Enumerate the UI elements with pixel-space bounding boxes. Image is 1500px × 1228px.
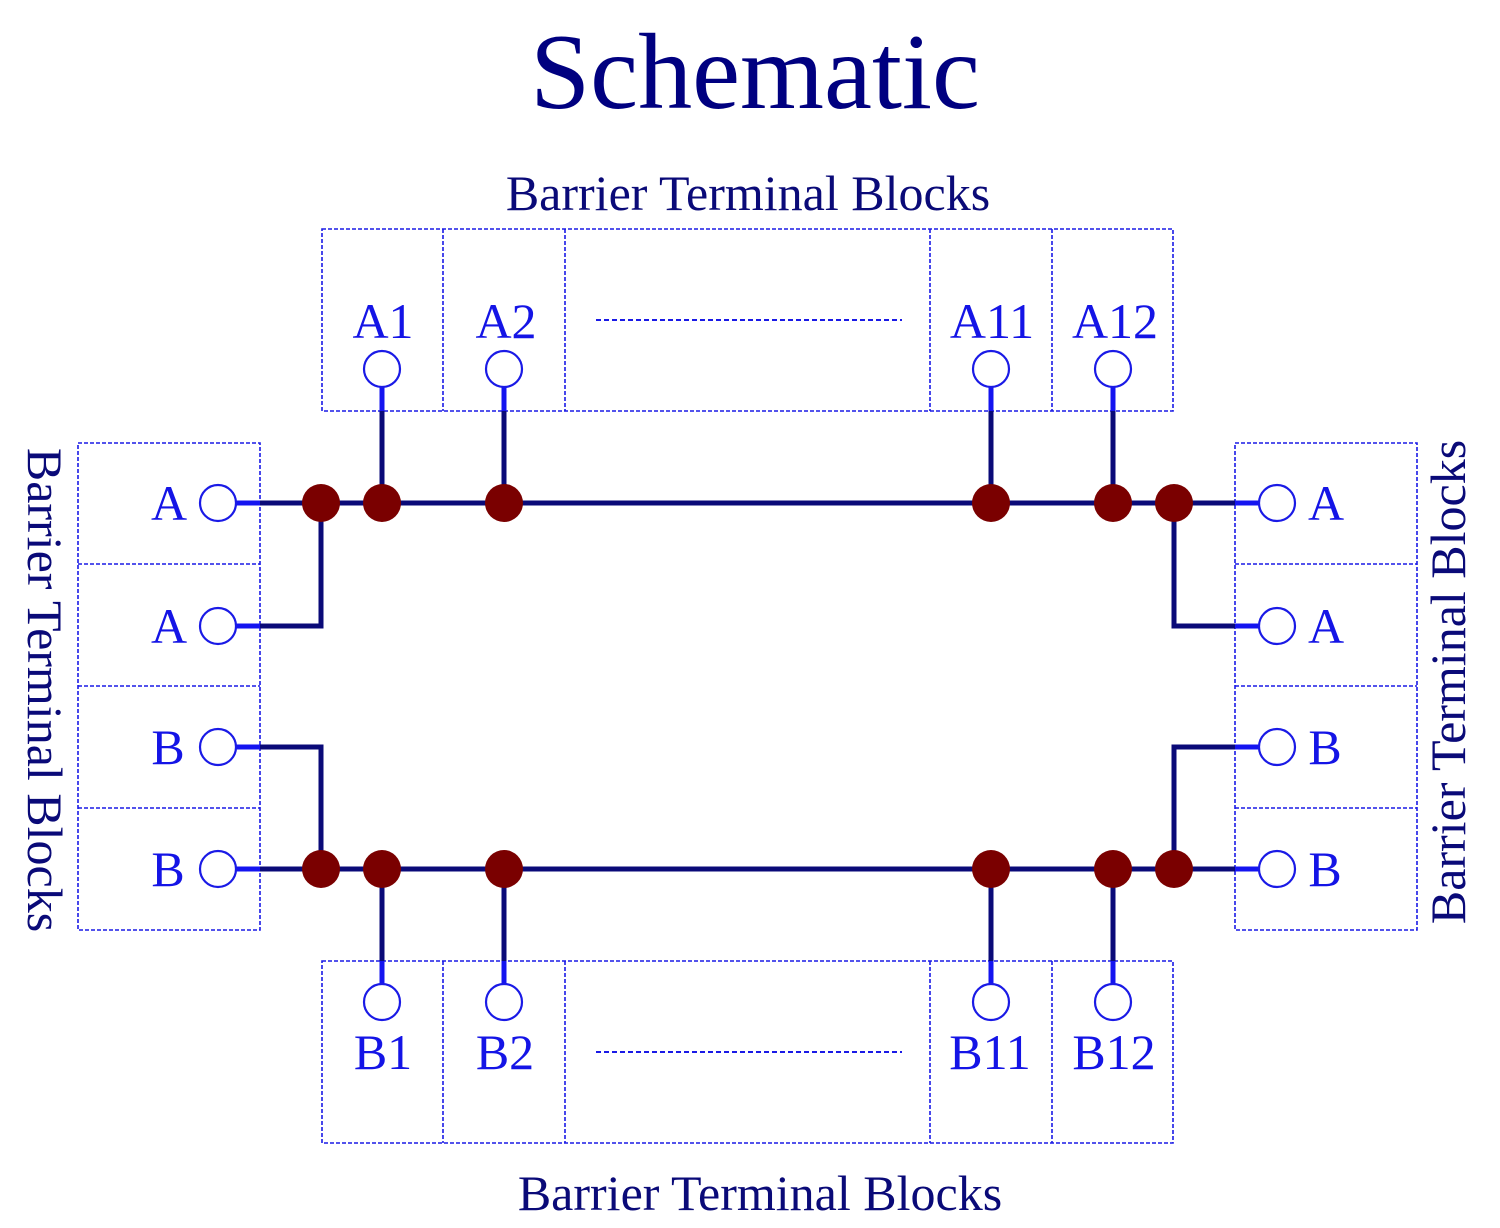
label-bottom-terminal: B1 bbox=[354, 1024, 412, 1080]
right-b-jumper bbox=[1171, 744, 1235, 869]
left-b-jumper bbox=[260, 744, 324, 869]
right-terminal-block bbox=[1234, 442, 1418, 931]
bottom-heading: Barrier Terminal Blocks bbox=[518, 1165, 1002, 1221]
label-left-terminal: A bbox=[151, 475, 187, 531]
left-heading: Barrier Terminal Blocks bbox=[17, 448, 73, 932]
junction-node-icon bbox=[363, 484, 401, 522]
label-top-terminal: A12 bbox=[1072, 293, 1158, 349]
wiring bbox=[260, 411, 1235, 961]
right-a-jumper bbox=[1171, 503, 1235, 629]
junction-node-icon bbox=[1155, 850, 1193, 888]
label-right-terminal: B bbox=[1308, 719, 1341, 775]
terminal-a2-icon bbox=[484, 349, 524, 389]
junction-node-icon bbox=[363, 850, 401, 888]
label-left-terminal: B bbox=[151, 841, 184, 897]
label-right-terminal: A bbox=[1308, 475, 1344, 531]
terminal-right-a1-icon bbox=[1257, 483, 1297, 523]
terminal-a1-icon bbox=[362, 349, 402, 389]
terminal-left-a2-icon bbox=[198, 606, 238, 646]
page-title: Schematic bbox=[530, 13, 980, 132]
top-terminal-block bbox=[321, 228, 1174, 412]
terminal-right-a2-icon bbox=[1257, 606, 1297, 646]
right-heading: Barrier Terminal Blocks bbox=[1420, 440, 1476, 924]
label-right-terminal: A bbox=[1308, 598, 1344, 654]
terminal-left-a1-icon bbox=[198, 483, 238, 523]
terminal-left-b2-icon bbox=[198, 849, 238, 889]
bottom-terminal-block bbox=[321, 960, 1174, 1144]
label-bottom-terminal: B2 bbox=[476, 1024, 534, 1080]
junction-nodes bbox=[302, 484, 1193, 888]
junction-node-icon bbox=[485, 484, 523, 522]
label-bottom-terminal: B12 bbox=[1072, 1024, 1155, 1080]
terminal-left-b1-icon bbox=[198, 727, 238, 767]
terminal-b1-icon bbox=[362, 982, 402, 1022]
junction-node-icon bbox=[302, 850, 340, 888]
junction-node-icon bbox=[485, 850, 523, 888]
terminal-b11-icon bbox=[971, 982, 1011, 1022]
junction-node-icon bbox=[1094, 850, 1132, 888]
terminal-b12-icon bbox=[1093, 982, 1133, 1022]
top-heading: Barrier Terminal Blocks bbox=[506, 165, 990, 221]
junction-node-icon bbox=[972, 484, 1010, 522]
terminal-stubs bbox=[236, 387, 1259, 984]
label-top-terminal: A1 bbox=[352, 293, 413, 349]
left-a-jumper bbox=[260, 503, 324, 629]
terminal-b2-icon bbox=[484, 982, 524, 1022]
label-right-terminal: B bbox=[1308, 841, 1341, 897]
label-top-terminal: A2 bbox=[475, 293, 536, 349]
junction-node-icon bbox=[972, 850, 1010, 888]
left-terminal-block bbox=[77, 442, 261, 931]
junction-node-icon bbox=[1094, 484, 1132, 522]
label-left-terminal: B bbox=[151, 719, 184, 775]
terminal-labels: A1 A2 A11 A12 B1 B2 B11 B12 A A B B A A … bbox=[151, 293, 1344, 1080]
label-bottom-terminal: B11 bbox=[949, 1024, 1031, 1080]
label-top-terminal: A11 bbox=[950, 293, 1034, 349]
terminal-right-b2-icon bbox=[1257, 849, 1297, 889]
junction-node-icon bbox=[302, 484, 340, 522]
terminals bbox=[198, 349, 1297, 1022]
junction-node-icon bbox=[1155, 484, 1193, 522]
terminal-a12-icon bbox=[1093, 349, 1133, 389]
terminal-a11-icon bbox=[971, 349, 1011, 389]
terminal-right-b1-icon bbox=[1257, 727, 1297, 767]
label-left-terminal: A bbox=[151, 598, 187, 654]
